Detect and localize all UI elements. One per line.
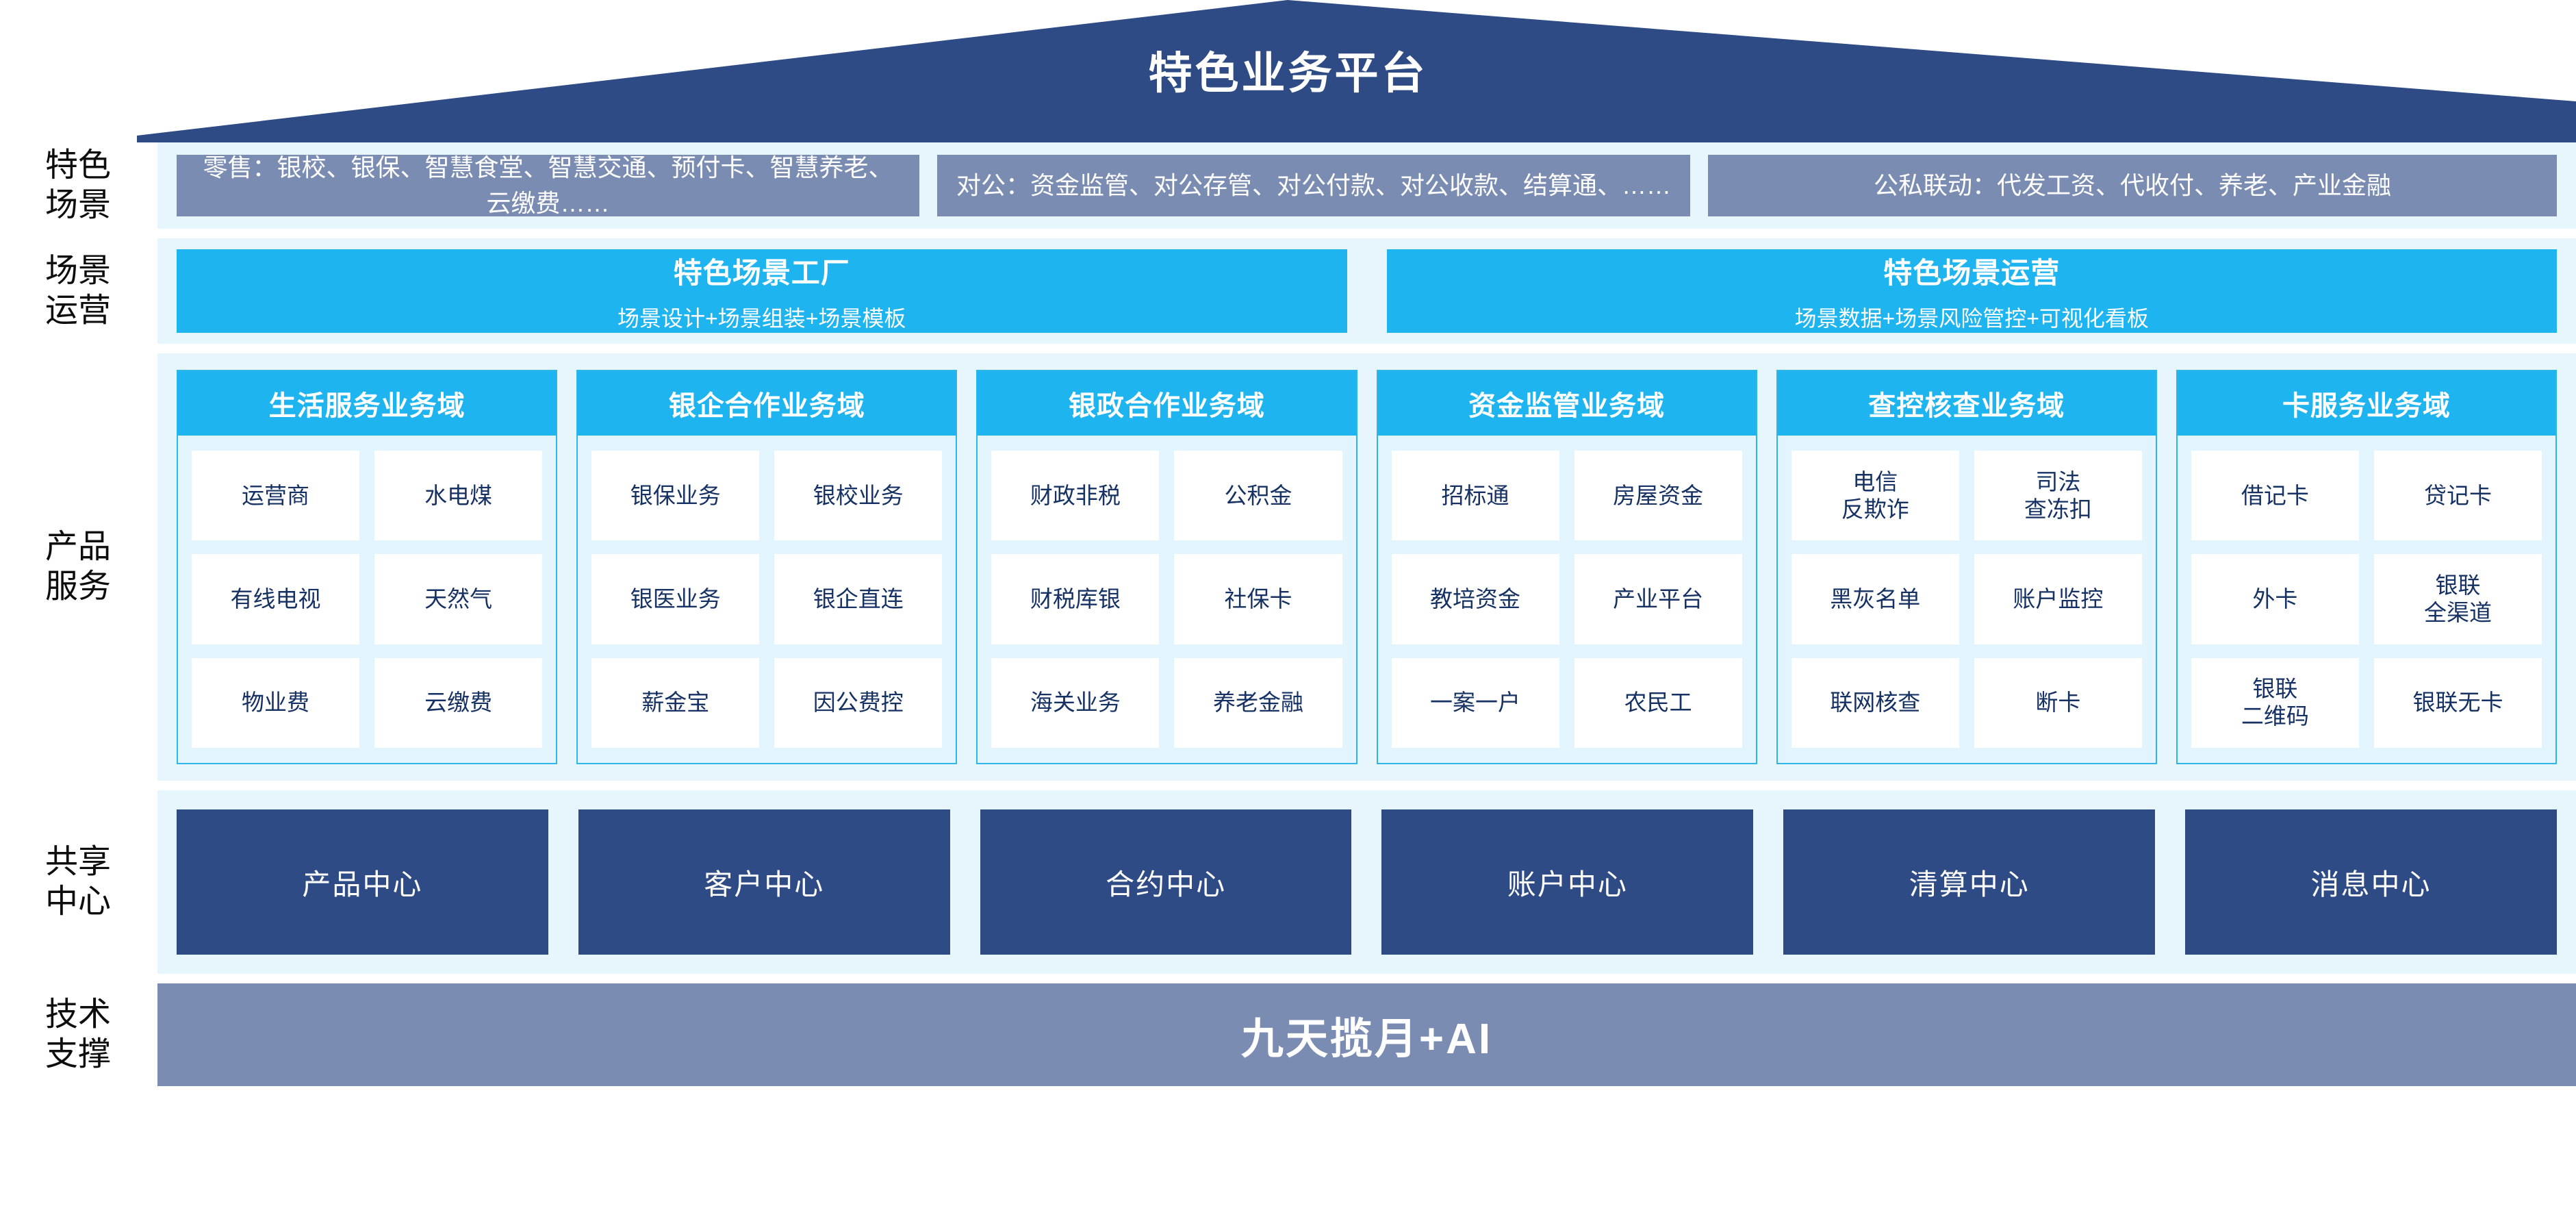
domain-item-grid: 招标通房屋资金教培资金产业平台一案一户农民工 bbox=[1378, 436, 1756, 763]
domain-item[interactable]: 天然气 bbox=[374, 554, 543, 644]
domain-title-card-service: 卡服务业务域 bbox=[2177, 371, 2556, 436]
domain-item[interactable]: 教培资金 bbox=[1391, 554, 1559, 644]
ops-subtitle-scene-operation: 场景数据+场景风险管控+可视化看板 bbox=[1794, 305, 2149, 331]
domain-title-fund-supervision: 资金监管业务域 bbox=[1377, 371, 1756, 436]
domain-item[interactable]: 云缴费 bbox=[374, 657, 543, 748]
domain-column-card-service: 卡服务业务域借记卡贷记卡外卡银联全渠道银联二维码银联无卡 bbox=[2176, 370, 2558, 764]
shared-center-clearing-center[interactable]: 清算中心 bbox=[1783, 809, 2156, 955]
domain-item[interactable]: 房屋资金 bbox=[1574, 451, 1742, 541]
domain-item[interactable]: 海关业务 bbox=[991, 657, 1160, 748]
rail-label-shared: 共享中心 bbox=[0, 842, 156, 922]
shared-center-list: 产品中心客户中心合约中心账户中心清算中心消息中心 bbox=[157, 790, 2576, 974]
domain-item-grid: 银保业务银校业务银医业务银企直连薪金宝因公费控 bbox=[578, 436, 956, 763]
domain-item[interactable]: 水电煤 bbox=[374, 451, 543, 541]
domain-item[interactable]: 社保卡 bbox=[1174, 554, 1342, 644]
rail-label-line: 技术 bbox=[44, 996, 111, 1033]
ops-box-scene-operation[interactable]: 特色场景运营 场景数据+场景风险管控+可视化看板 bbox=[1386, 249, 2557, 333]
shared-center-contract-center[interactable]: 合约中心 bbox=[980, 809, 1352, 955]
rail-label-scenarios: 特色场景 bbox=[0, 146, 156, 225]
domain-item[interactable]: 因公费控 bbox=[774, 657, 943, 748]
rail-label-line: 场景 bbox=[44, 187, 111, 223]
domain-item[interactable]: 贷记卡 bbox=[2373, 451, 2542, 541]
domain-item[interactable]: 运营商 bbox=[192, 451, 360, 541]
rail-label-line: 中心 bbox=[44, 883, 111, 920]
domain-item[interactable]: 账户监控 bbox=[1974, 554, 2142, 644]
domain-item[interactable]: 外卡 bbox=[2191, 554, 2359, 644]
scenario-box-retail[interactable]: 零售：银校、银保、智慧食堂、智慧交通、预付卡、智慧养老、云缴费…… bbox=[177, 153, 919, 217]
domain-item[interactable]: 薪金宝 bbox=[591, 657, 760, 748]
rail-label-line: 运营 bbox=[44, 292, 111, 329]
ops-box-scene-factory[interactable]: 特色场景工厂 场景设计+场景组装+场景模板 bbox=[177, 249, 1347, 333]
domain-title-investigation: 查控核查业务域 bbox=[1777, 371, 2156, 436]
domain-item[interactable]: 银保业务 bbox=[591, 451, 760, 541]
domain-item[interactable]: 银联二维码 bbox=[2191, 657, 2359, 748]
roof-shape-icon bbox=[137, 0, 2576, 142]
domain-column-bank-enterprise: 银企合作业务域银保业务银校业务银医业务银企直连薪金宝因公费控 bbox=[576, 370, 958, 764]
rail-label-tech: 技术支撑 bbox=[0, 995, 156, 1074]
domain-item[interactable]: 电信反欺诈 bbox=[1791, 451, 1959, 541]
domain-item[interactable]: 银企直连 bbox=[774, 554, 943, 644]
domain-item[interactable]: 断卡 bbox=[1974, 657, 2142, 748]
domain-column-fund-supervision: 资金监管业务域招标通房屋资金教培资金产业平台一案一户农民工 bbox=[1376, 370, 1757, 764]
domain-item[interactable]: 农民工 bbox=[1574, 657, 1742, 748]
domain-column-investigation: 查控核查业务域电信反欺诈司法查冻扣黑灰名单账户监控联网核查断卡 bbox=[1776, 370, 2157, 764]
rail-label-line: 产品 bbox=[44, 529, 111, 565]
tech-support-bar[interactable]: 九天揽月+AI bbox=[157, 983, 2576, 1086]
rail-label-line: 支撑 bbox=[44, 1036, 111, 1072]
domain-item[interactable]: 招标通 bbox=[1391, 451, 1559, 541]
section-scene-operations: 特色场景工厂 场景设计+场景组装+场景模板 特色场景运营 场景数据+场景风险管控… bbox=[157, 238, 2576, 344]
domain-item-grid: 运营商水电煤有线电视天然气物业费云缴费 bbox=[178, 436, 556, 763]
ops-subtitle-scene-factory: 场景设计+场景组装+场景模板 bbox=[617, 305, 906, 331]
domain-item[interactable]: 有线电视 bbox=[192, 554, 360, 644]
domain-item-grid: 电信反欺诈司法查冻扣黑灰名单账户监控联网核查断卡 bbox=[1778, 436, 2156, 763]
ops-title-scene-factory: 特色场景工厂 bbox=[673, 256, 850, 289]
page-title: 特色业务平台 bbox=[1148, 49, 1428, 98]
domain-title-bank-enterprise: 银企合作业务域 bbox=[578, 371, 956, 436]
shared-center-product-center[interactable]: 产品中心 bbox=[177, 809, 548, 955]
domain-item-grid: 借记卡贷记卡外卡银联全渠道银联二维码银联无卡 bbox=[2178, 436, 2555, 763]
domain-item[interactable]: 银联全渠道 bbox=[2373, 554, 2542, 644]
shared-center-customer-center[interactable]: 客户中心 bbox=[578, 809, 950, 955]
rail-label-operations: 场景运营 bbox=[0, 251, 156, 331]
domain-item[interactable]: 银医业务 bbox=[591, 554, 760, 644]
shared-center-message-center[interactable]: 消息中心 bbox=[2185, 809, 2557, 955]
section-scenarios: 零售：银校、银保、智慧食堂、智慧交通、预付卡、智慧养老、云缴费…… 对公：资金监… bbox=[157, 142, 2576, 229]
row-label-rail: 特色场景 场景运营 产品服务 共享中心 技术支撑 bbox=[0, 142, 156, 1232]
domain-item[interactable]: 财政非税 bbox=[991, 451, 1160, 541]
domain-item[interactable]: 银校业务 bbox=[774, 451, 943, 541]
domain-column-list: 生活服务业务域运营商水电煤有线电视天然气物业费云缴费银企合作业务域银保业务银校业… bbox=[157, 353, 2576, 781]
platform-roof-banner: 特色业务平台 bbox=[0, 0, 2576, 142]
domain-item[interactable]: 银联无卡 bbox=[2373, 657, 2542, 748]
domain-column-bank-government: 银政合作业务域财政非税公积金财税库银社保卡海关业务养老金融 bbox=[976, 370, 1357, 764]
domain-column-life-service: 生活服务业务域运营商水电煤有线电视天然气物业费云缴费 bbox=[177, 370, 558, 764]
scenario-box-linkage[interactable]: 公私联动：代发工资、代收付、养老、产业金融 bbox=[1708, 155, 2557, 216]
scenario-box-corporate[interactable]: 对公：资金监管、对公存管、对公付款、对公收款、结算通、…… bbox=[937, 155, 1690, 216]
domain-item[interactable]: 一案一户 bbox=[1391, 657, 1559, 748]
domain-item[interactable]: 财税库银 bbox=[991, 554, 1160, 644]
domain-item[interactable]: 产业平台 bbox=[1574, 554, 1742, 644]
domain-item[interactable]: 物业费 bbox=[192, 657, 360, 748]
domain-item[interactable]: 借记卡 bbox=[2191, 451, 2359, 541]
rail-label-products: 产品服务 bbox=[0, 527, 156, 607]
section-product-services: 生活服务业务域运营商水电煤有线电视天然气物业费云缴费银企合作业务域银保业务银校业… bbox=[157, 353, 2576, 781]
rail-label-line: 共享 bbox=[44, 844, 111, 880]
rail-label-line: 服务 bbox=[44, 568, 111, 605]
domain-item[interactable]: 公积金 bbox=[1174, 451, 1342, 541]
domain-item[interactable]: 司法查冻扣 bbox=[1974, 451, 2142, 541]
section-shared-centers: 产品中心客户中心合约中心账户中心清算中心消息中心 bbox=[157, 790, 2576, 974]
ops-title-scene-operation: 特色场景运营 bbox=[1883, 256, 2061, 289]
shared-center-account-center[interactable]: 账户中心 bbox=[1381, 809, 1754, 955]
domain-item[interactable]: 联网核查 bbox=[1791, 657, 1959, 748]
domain-title-life-service: 生活服务业务域 bbox=[178, 371, 557, 436]
rail-label-line: 特色 bbox=[44, 147, 111, 184]
rail-label-line: 场景 bbox=[44, 253, 111, 289]
domain-item[interactable]: 黑灰名单 bbox=[1791, 554, 1959, 644]
domain-item-grid: 财政非税公积金财税库银社保卡海关业务养老金融 bbox=[978, 436, 1355, 763]
domain-title-bank-government: 银政合作业务域 bbox=[978, 371, 1356, 436]
domain-item[interactable]: 养老金融 bbox=[1174, 657, 1342, 748]
